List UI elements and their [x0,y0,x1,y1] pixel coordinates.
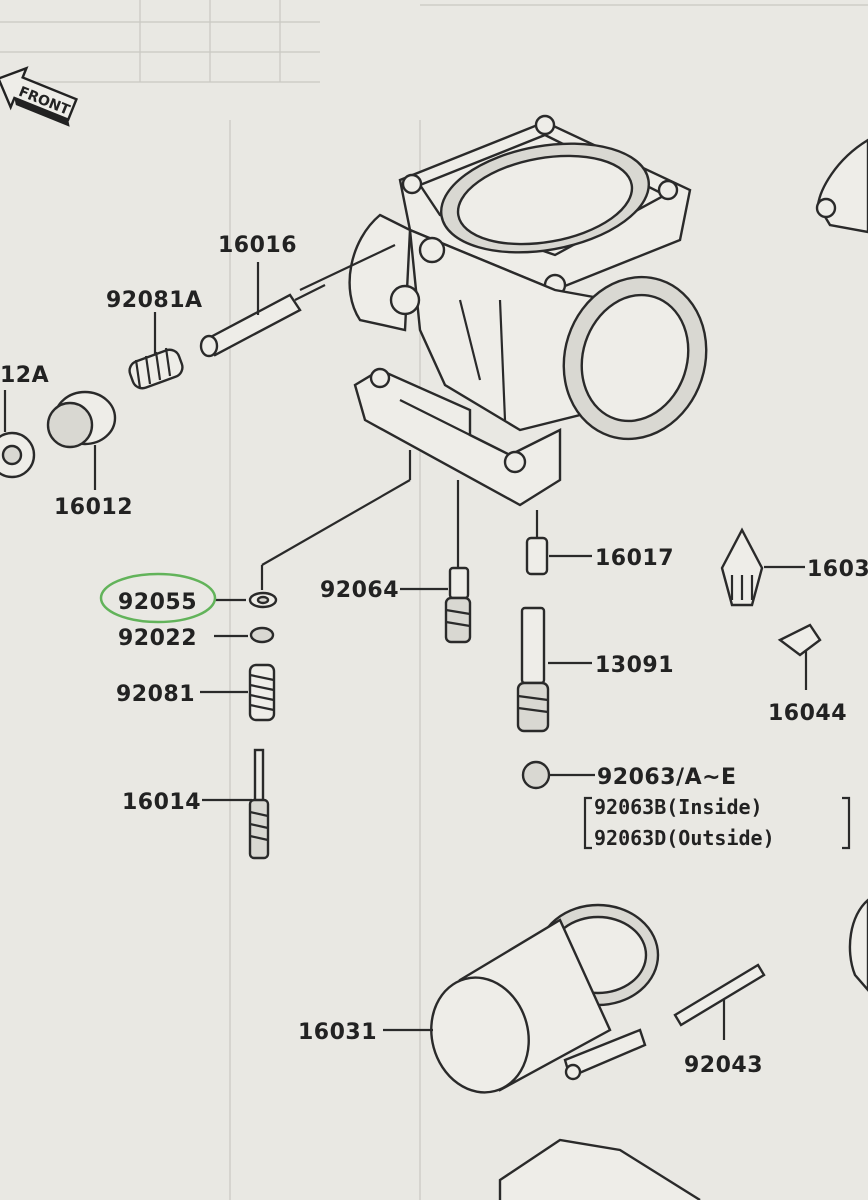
label-92022: 92022 [118,626,197,651]
part-1603-float-valve [720,527,764,607]
label-16031: 16031 [298,1020,377,1045]
part-92043-pin [673,963,766,1027]
label-92081A: 92081A [106,288,203,313]
label-16012: 16012 [54,495,133,520]
label-1603: 1603 [807,557,868,582]
part-right-edge-partial [815,138,868,992]
part-92064-screw [444,566,472,644]
part-92063-main-jet [521,760,551,790]
bracket-right [842,796,851,850]
carburetor-body [348,114,708,507]
label-92081: 92081 [116,682,195,707]
part-16044-clip [777,623,822,690]
part-16017-jet [525,536,549,576]
part-16016-screw [199,244,396,358]
label-16044: 16044 [768,701,847,726]
label-92064: 92064 [320,578,399,603]
part-16031-throttle-valve [430,903,660,1094]
part-92081A-spring [128,312,184,390]
part-13091-needle-jet [516,606,550,733]
part-16014-needle [248,748,270,860]
part-92022-oring [249,626,275,644]
part-92081-spring [248,663,276,722]
part-gasket-partial [498,1138,701,1200]
label-16016: 16016 [218,233,297,258]
label-92043: 92043 [684,1053,763,1078]
label-92063: 92063/A~E [597,765,737,790]
front-arrow-icon: FRONT [0,66,78,127]
part-92055-washer [248,591,278,609]
label-16017: 16017 [595,546,674,571]
bracket-left [583,796,592,850]
label-92055: 92055 [118,590,197,615]
label-16012A: 12A [0,363,49,388]
label-92063D: 92063D(Outside) [594,826,775,850]
label-16014: 16014 [122,790,201,815]
label-13091: 13091 [595,653,674,678]
label-92063B: 92063B(Inside) [594,795,763,819]
part-16012-plug [0,390,117,490]
highlight-circle-92055 [99,572,217,624]
